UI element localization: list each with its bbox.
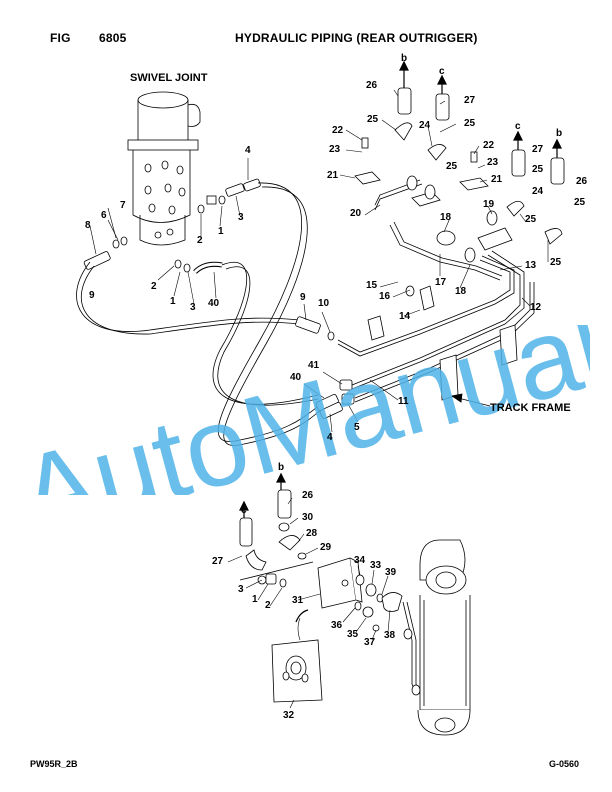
callout-25: 25 [464, 118, 476, 129]
callout-40: 40 [290, 372, 302, 383]
callout-5: 5 [354, 422, 360, 433]
callout-b: b [278, 462, 285, 473]
callout-25: 25 [525, 214, 537, 225]
callout-25: 25 [574, 197, 586, 208]
callout-c: c [241, 505, 247, 516]
callout-1: 1 [218, 226, 224, 237]
callout-26: 26 [576, 176, 588, 187]
callout-21: 21 [327, 170, 339, 181]
callout-22: 22 [332, 125, 344, 136]
callout-3: 3 [238, 212, 244, 223]
callout-8: 8 [85, 220, 91, 231]
page-title: HYDRAULIC PIPING (REAR OUTRIGGER) [235, 31, 478, 45]
fig-number: 6805 [99, 31, 127, 45]
lower-leader-lines [227, 497, 391, 709]
callout-27: 27 [532, 144, 544, 155]
callout-35: 35 [347, 629, 359, 640]
callout-24: 24 [532, 186, 544, 197]
callout-c: c [439, 66, 445, 77]
callout-4: 4 [245, 145, 251, 156]
callout-20: 20 [350, 208, 362, 219]
callout-3: 3 [238, 584, 244, 595]
callout-2: 2 [197, 235, 203, 246]
callout-27: 27 [464, 95, 476, 106]
callout-25: 25 [367, 114, 379, 125]
footer-page-code: G-0560 [549, 759, 580, 769]
track-frame-pointer [450, 393, 491, 407]
callout-14: 14 [399, 311, 411, 322]
watermark: AutoManual [30, 325, 590, 495]
callout-11: 11 [398, 396, 409, 407]
callout-28: 28 [306, 528, 318, 539]
callout-c: c [515, 121, 521, 132]
callout-19: 19 [483, 199, 495, 210]
callout-29: 29 [320, 542, 332, 553]
callout-26: 26 [366, 80, 378, 91]
swivel-joint-label: SWIVEL JOINT [130, 72, 208, 84]
callout-31: 31 [292, 595, 304, 606]
callout-6: 6 [101, 210, 107, 221]
callout-21: 21 [491, 174, 503, 185]
callout-b: b [556, 128, 563, 139]
callout-39: 39 [385, 567, 397, 578]
swivel-joint-drawing [127, 91, 201, 246]
hose-end-fittings [295, 316, 355, 419]
swivel-hoses [76, 182, 323, 446]
callout-23: 23 [329, 144, 341, 155]
callout-18: 18 [455, 286, 467, 297]
leader-lines [89, 89, 549, 433]
callout-9: 9 [300, 292, 306, 303]
callout-4: 4 [327, 432, 333, 443]
fig-label: FIG [50, 31, 71, 45]
callout-22: 22 [483, 140, 495, 151]
callout-24: 24 [419, 120, 431, 131]
callout-16: 16 [379, 291, 391, 302]
callout-27: 27 [212, 556, 224, 567]
callout-25: 25 [446, 161, 458, 172]
callout-9: 9 [89, 290, 95, 301]
callout-25: 25 [532, 164, 544, 175]
callout-34: 34 [354, 555, 366, 566]
lower-assembly [239, 489, 471, 736]
callout-3: 3 [190, 302, 196, 313]
clamps-and-brackets [354, 171, 518, 401]
callout-38: 38 [384, 630, 396, 641]
flow-arrows [239, 60, 562, 518]
callout-15: 15 [366, 280, 378, 291]
callout-12: 12 [530, 302, 542, 313]
callout-36: 36 [331, 620, 343, 631]
track-frame-label: TRACK FRAME [490, 402, 571, 414]
callout-25: 25 [550, 257, 562, 268]
callout-17: 17 [435, 277, 447, 288]
callout-23: 23 [487, 157, 499, 168]
footer-model: PW95R_2B [30, 759, 78, 769]
callout-b: b [401, 53, 408, 64]
callout-41: 41 [308, 360, 320, 371]
callout-26: 26 [302, 490, 314, 501]
callout-2: 2 [265, 600, 271, 611]
callout-1: 1 [170, 296, 176, 307]
upper-fittings [361, 87, 565, 245]
callout-2: 2 [151, 281, 157, 292]
callout-10: 10 [318, 298, 330, 309]
callout-13: 13 [525, 260, 537, 271]
callout-33: 33 [370, 560, 382, 571]
callout-32: 32 [283, 710, 295, 721]
callout-37: 37 [364, 637, 376, 648]
callout-30: 30 [302, 512, 314, 523]
callout-18: 18 [440, 212, 452, 223]
swivel-fittings [83, 178, 261, 274]
callout-40: 40 [208, 298, 220, 309]
callout-7: 7 [120, 200, 126, 211]
callout-1: 1 [252, 594, 258, 605]
